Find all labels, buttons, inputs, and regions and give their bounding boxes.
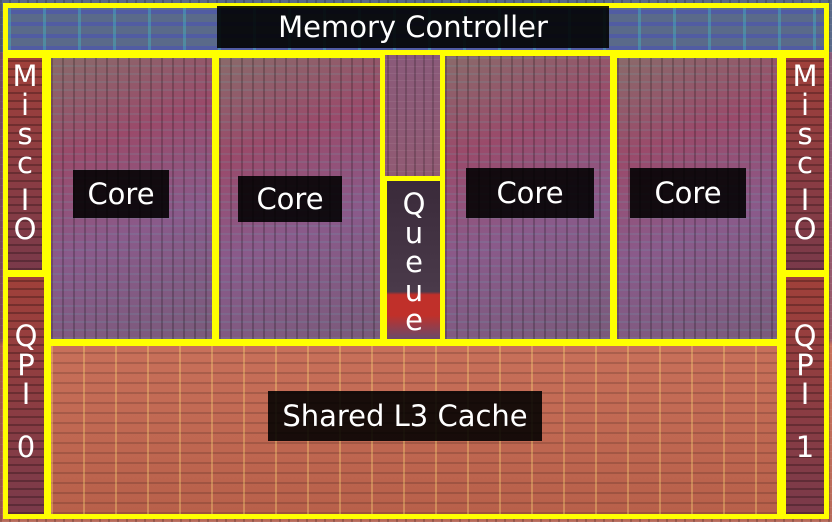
- char: I: [20, 183, 30, 217]
- char: M: [12, 59, 38, 93]
- misc-io-left-region: [3, 53, 47, 275]
- core-label-1: Core: [73, 170, 169, 218]
- misc-io-right-label: M i s c I O: [788, 62, 822, 244]
- qpi-1-label: Q P I 1: [788, 322, 822, 462]
- char: O: [13, 212, 37, 246]
- char: u: [404, 274, 424, 308]
- char: e: [405, 303, 423, 337]
- char: M: [792, 59, 818, 93]
- char: I: [800, 183, 810, 217]
- char: c: [797, 146, 813, 180]
- misc-io-right-region: [781, 53, 829, 275]
- l3-cache-label: Shared L3 Cache: [268, 391, 542, 441]
- char: 0: [16, 430, 36, 464]
- char: i: [20, 88, 30, 122]
- char: u: [404, 216, 424, 250]
- core-label-3: Core: [466, 168, 594, 218]
- char: P: [17, 348, 35, 382]
- char: s: [17, 117, 33, 151]
- char: P: [796, 348, 814, 382]
- qpi-0-region: [3, 272, 49, 519]
- core-label-4: Core: [630, 168, 746, 218]
- char: i: [800, 88, 810, 122]
- char: I: [800, 377, 810, 411]
- qpi-0-label: Q P I 0: [9, 322, 43, 462]
- char: e: [405, 245, 423, 279]
- core-label-2: Core: [238, 176, 342, 222]
- char: c: [17, 146, 33, 180]
- misc-io-left-label: M i s c I O: [8, 62, 42, 244]
- char: Q: [402, 187, 426, 221]
- char: Q: [14, 319, 38, 353]
- qpi-1-region: [781, 272, 829, 519]
- char: I: [21, 377, 31, 411]
- char: Q: [793, 319, 817, 353]
- memory-controller-label: Memory Controller: [217, 6, 609, 48]
- char: O: [793, 212, 817, 246]
- char: 1: [795, 430, 815, 464]
- char: s: [797, 117, 813, 151]
- queue-label: Q u e u e: [397, 190, 431, 335]
